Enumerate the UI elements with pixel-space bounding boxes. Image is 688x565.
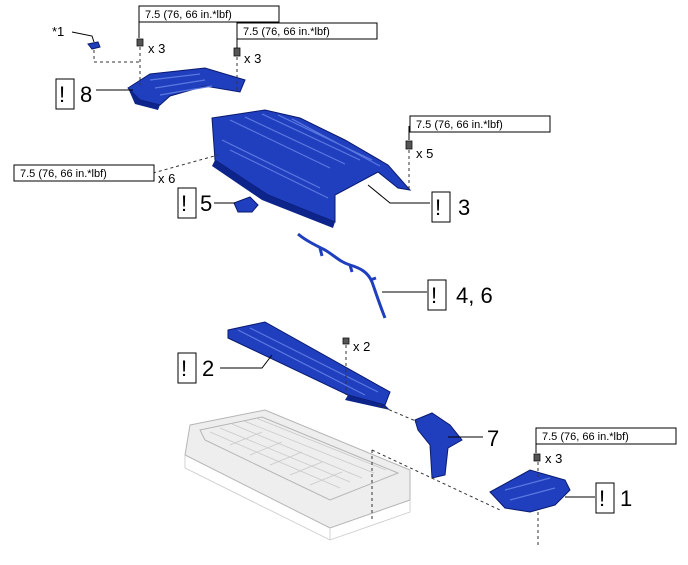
caution-icon: ! xyxy=(59,82,65,107)
torque-spec-label: 7.5 (76, 66 in.*lbf) xyxy=(145,9,232,21)
callout-3: ! 3 xyxy=(431,191,470,223)
torque-spec-label: 7.5 (76, 66 in.*lbf) xyxy=(416,119,503,131)
screw-icon xyxy=(342,337,350,345)
nut-icon xyxy=(136,38,144,47)
quantity-label: x 3 xyxy=(244,51,261,66)
callout-number: 2 xyxy=(202,356,214,381)
part-1-blower xyxy=(489,469,571,513)
part-2-duct-rail xyxy=(227,321,391,410)
torque-box-left-mid: 7.5 (76, 66 in.*lbf) xyxy=(13,164,155,182)
caution-icon: ! xyxy=(181,356,187,381)
clip-part-star1 xyxy=(87,41,101,50)
caution-icon: ! xyxy=(181,191,187,216)
torque-box-bottom-right: 7.5 (76, 66 in.*lbf) xyxy=(535,427,677,445)
caution-icon: ! xyxy=(599,486,605,511)
quantity-label: x 3 xyxy=(148,41,165,56)
callout-2: ! 2 xyxy=(177,352,214,384)
nut-icon xyxy=(533,453,541,462)
part-5-bracket xyxy=(233,196,259,213)
quantity-label: x 3 xyxy=(545,451,562,466)
callout-5: ! 5 xyxy=(177,187,212,219)
alignment-lines xyxy=(93,47,539,545)
callout-number: 4, 6 xyxy=(456,283,493,308)
callout-number: 8 xyxy=(80,82,92,107)
quantity-label: x 6 xyxy=(158,171,175,186)
quantity-label: x 2 xyxy=(353,339,370,354)
note-marker: *1 xyxy=(52,24,64,39)
torque-box-right-upper: 7.5 (76, 66 in.*lbf) xyxy=(409,115,551,133)
part-4-6-wire-harness xyxy=(297,232,387,319)
part-3-main-cover xyxy=(211,109,412,228)
battery-assembly-ghost xyxy=(184,409,411,541)
callout-4-6: ! 4, 6 xyxy=(427,279,493,311)
callout-number: 1 xyxy=(620,486,632,511)
callout-8: ! 8 xyxy=(55,78,92,110)
bolt-icon xyxy=(405,140,413,150)
bolt-icons xyxy=(136,38,541,462)
torque-box-top-left: 7.5 (76, 66 in.*lbf) xyxy=(138,5,280,23)
torque-spec-label: 7.5 (76, 66 in.*lbf) xyxy=(243,26,330,38)
quantity-label: x 5 xyxy=(416,146,433,161)
part-7-duct xyxy=(414,412,463,479)
callout-7: 7 xyxy=(487,426,499,451)
callout-number: 5 xyxy=(200,191,212,216)
part-8-upper-cover xyxy=(127,67,246,110)
bolt-icon xyxy=(233,47,241,57)
torque-spec-label: 7.5 (76, 66 in.*lbf) xyxy=(20,168,107,180)
torque-box-top-mid: 7.5 (76, 66 in.*lbf) xyxy=(236,22,378,40)
callout-number: 3 xyxy=(458,195,470,220)
torque-spec-label: 7.5 (76, 66 in.*lbf) xyxy=(542,431,629,443)
callout-1: ! 1 xyxy=(595,482,632,514)
caution-icon: ! xyxy=(431,283,437,308)
callout-number: 7 xyxy=(487,426,499,451)
caution-icon: ! xyxy=(435,195,441,220)
